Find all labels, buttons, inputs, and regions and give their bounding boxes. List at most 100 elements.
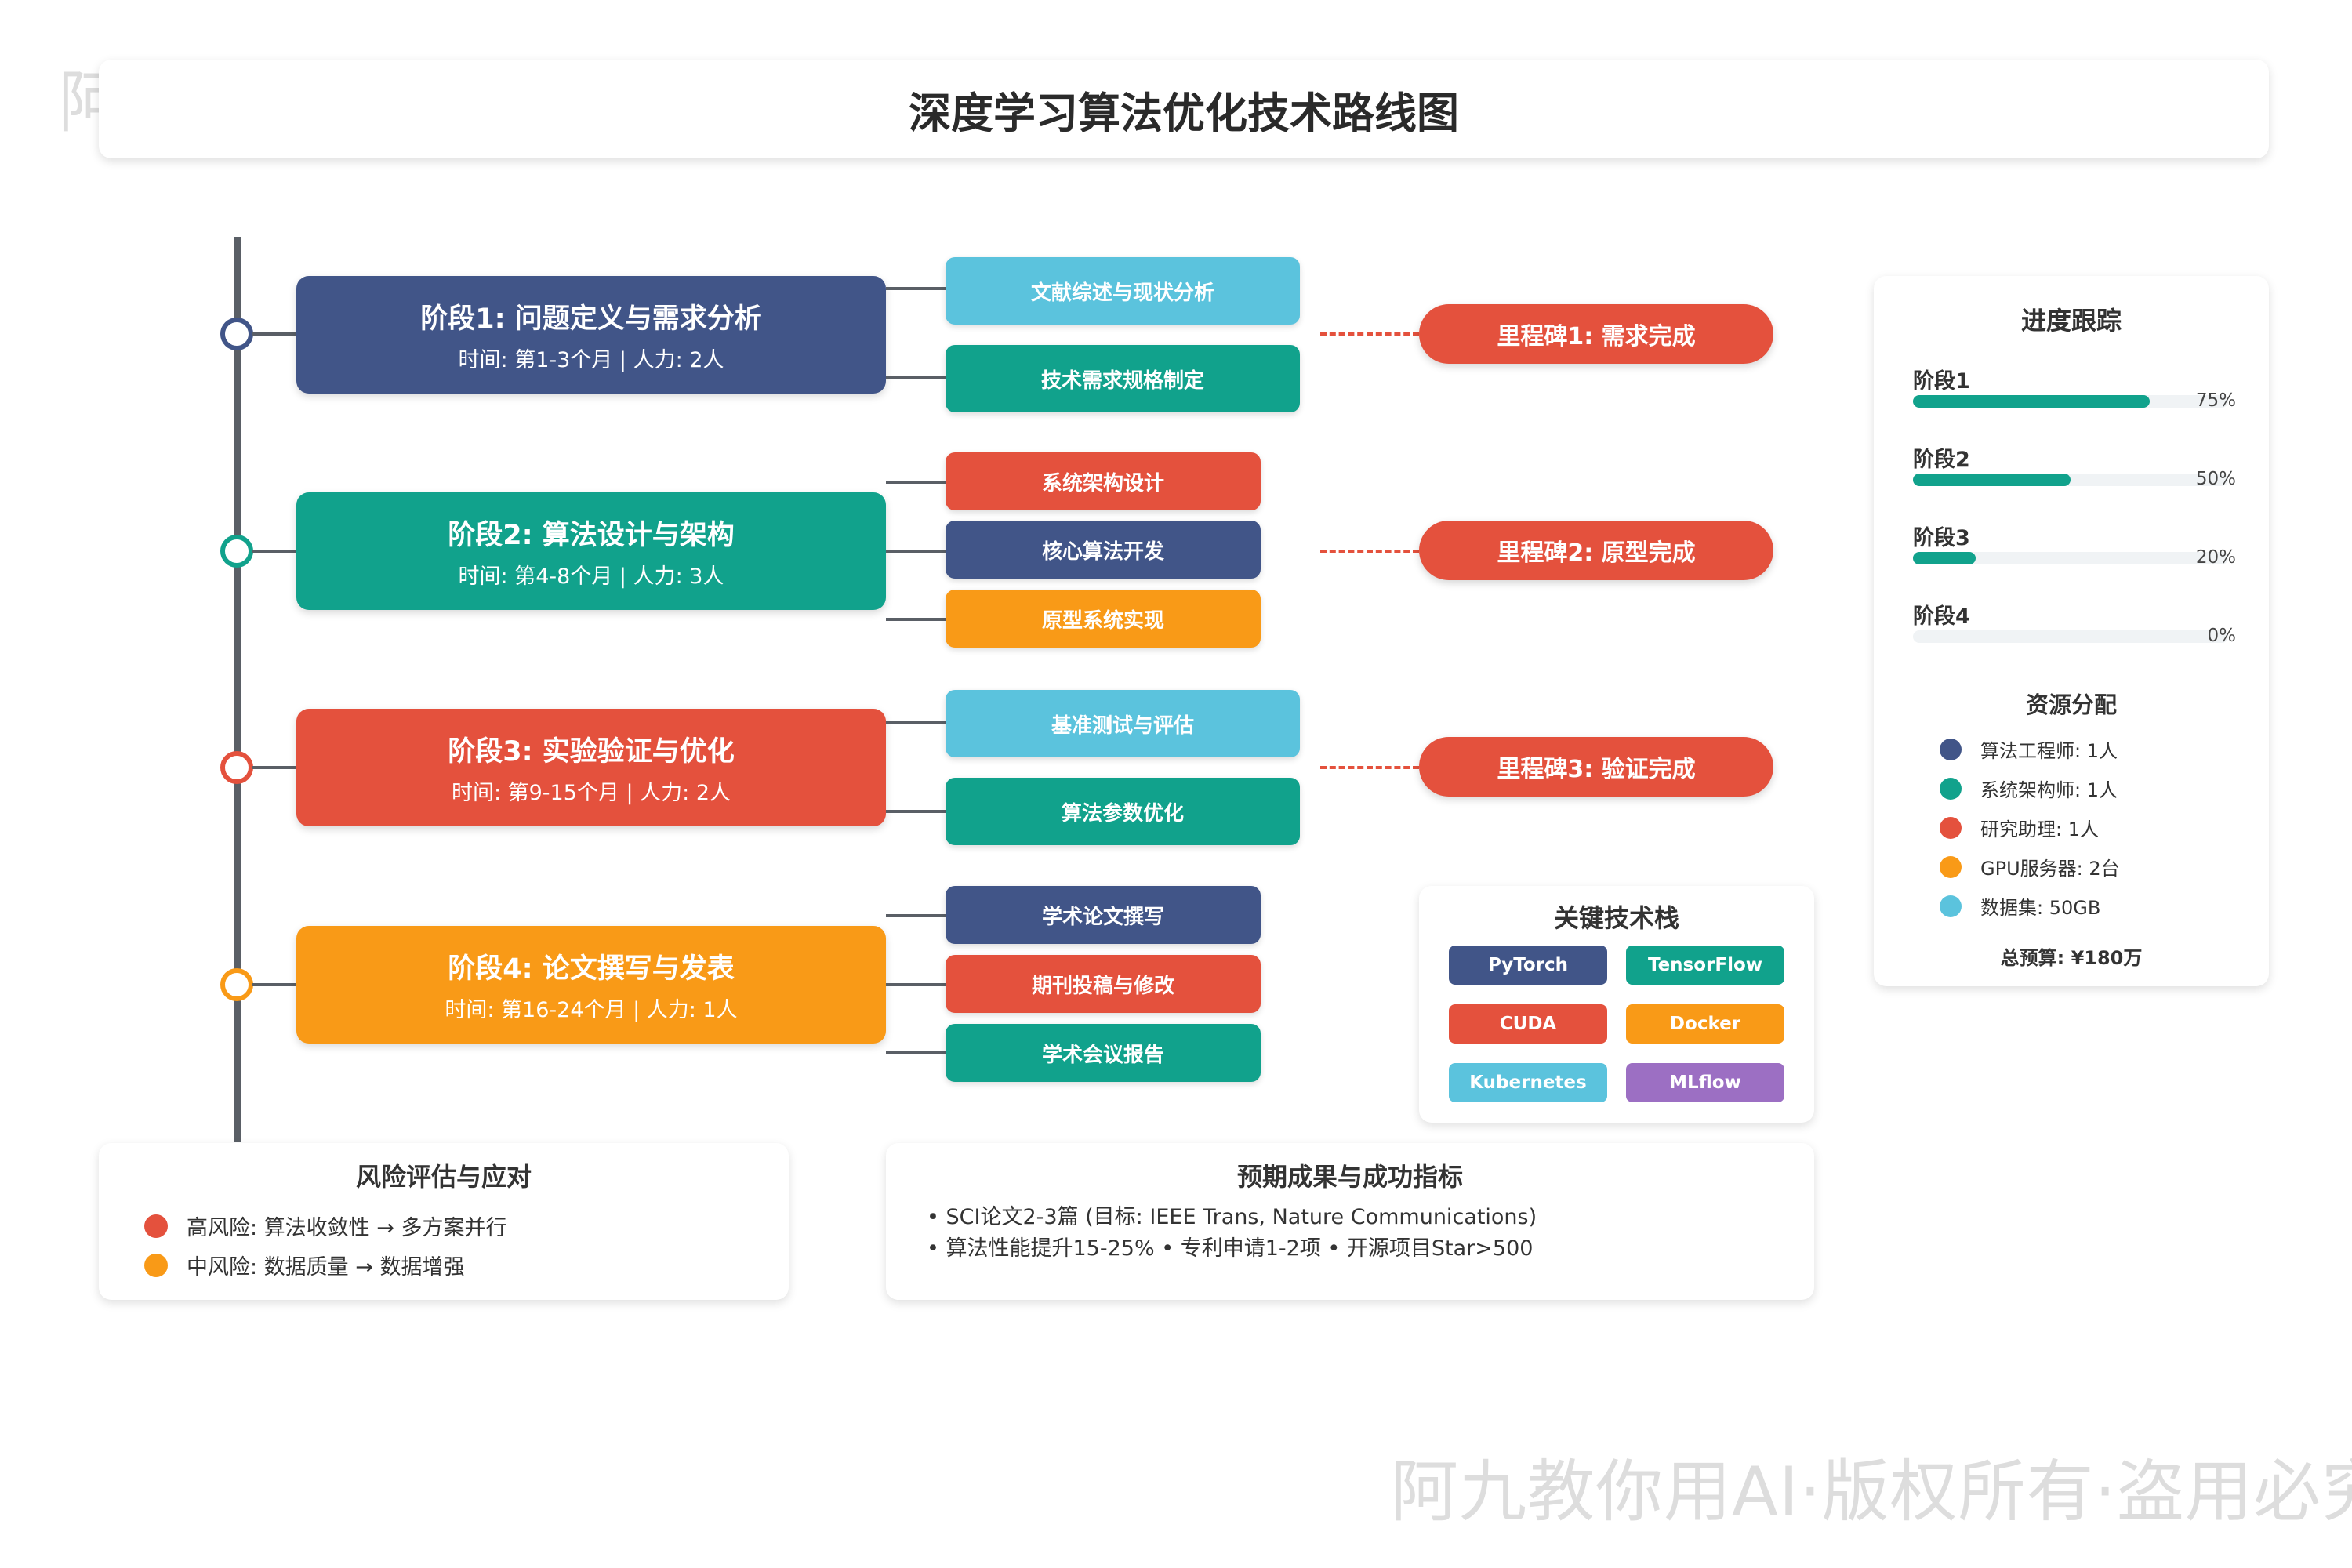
risk-dot xyxy=(144,1253,168,1277)
phase-2-title: 阶段2: 算法设计与架构 xyxy=(448,520,735,551)
task-item[interactable]: 文献综述与现状分析 xyxy=(946,257,1300,325)
task-connector xyxy=(886,1051,946,1054)
phase-3-subtitle: 时间: 第9-15个月 | 人力: 2人 xyxy=(451,781,731,805)
phase-2-card[interactable]: 阶段2: 算法设计与架构 时间: 第4-8个月 | 人力: 3人 xyxy=(296,492,886,610)
milestone-connector xyxy=(1320,332,1419,336)
progress-track xyxy=(1913,474,2228,486)
phase-1-title: 阶段1: 问题定义与需求分析 xyxy=(420,303,762,335)
task-connector xyxy=(886,721,946,724)
risk-row: 中风险: 数据质量 → 数据增强 xyxy=(144,1250,464,1280)
budget-total: 总预算: ¥180万 xyxy=(2000,947,2143,969)
node-connector xyxy=(252,983,298,986)
legend-dot xyxy=(1940,855,1962,878)
phase-1-subtitle: 时间: 第1-3个月 | 人力: 2人 xyxy=(458,348,724,372)
task-connector xyxy=(886,550,946,553)
tech-stack-card: 关键技术栈 PyTorch TensorFlow CUDA Docker Kub… xyxy=(1419,886,1814,1123)
timeline-node-phase3 xyxy=(220,751,253,784)
legend-dot xyxy=(1940,738,1962,760)
tech-badge[interactable]: Docker xyxy=(1626,1004,1784,1044)
risk-dot xyxy=(144,1214,168,1238)
timeline-node-phase2 xyxy=(220,535,253,568)
task-item[interactable]: 算法参数优化 xyxy=(946,778,1300,845)
progress-label: 阶段3 xyxy=(1913,526,1970,550)
risk-row: 高风险: 算法收敛性 → 多方案并行 xyxy=(144,1210,506,1241)
milestone-1[interactable]: 里程碑1: 需求完成 xyxy=(1419,304,1773,364)
resource-row: 研究助理: 1人 xyxy=(1940,814,2099,841)
tech-badge[interactable]: CUDA xyxy=(1449,1004,1607,1044)
task-item[interactable]: 原型系统实现 xyxy=(946,590,1261,648)
resource-row: 算法工程师: 1人 xyxy=(1940,735,2118,763)
resource-label: 系统架构师: 1人 xyxy=(1980,779,2118,801)
node-connector xyxy=(252,550,298,553)
progress-pct: 20% xyxy=(2195,547,2236,568)
progress-label: 阶段2 xyxy=(1913,448,1970,472)
watermark-bottom: 阿九教你用AI·版权所有·盗用必究 xyxy=(1391,1453,2352,1531)
task-item[interactable]: 期刊投稿与修改 xyxy=(946,955,1261,1013)
phase-2-subtitle: 时间: 第4-8个月 | 人力: 3人 xyxy=(458,564,724,589)
task-connector xyxy=(886,983,946,986)
task-connector xyxy=(886,914,946,917)
phase-1-card[interactable]: 阶段1: 问题定义与需求分析 时间: 第1-3个月 | 人力: 2人 xyxy=(296,276,886,394)
task-item[interactable]: 学术论文撰写 xyxy=(946,886,1261,944)
tech-badge[interactable]: PyTorch xyxy=(1449,946,1607,985)
title-bar: 深度学习算法优化技术路线图 xyxy=(99,60,2269,158)
progress-panel: 进度跟踪 阶段1 75% 阶段2 50% 阶段3 20% 阶段4 0% 资源分配… xyxy=(1874,276,2269,986)
resource-row: GPU服务器: 2台 xyxy=(1940,853,2120,880)
progress-pct: 50% xyxy=(2195,469,2236,489)
resources-title: 资源分配 xyxy=(2025,691,2117,718)
progress-fill xyxy=(1913,552,1976,564)
risk-title: 风险评估与应对 xyxy=(355,1162,532,1192)
outcomes-title: 预期成果与成功指标 xyxy=(1236,1162,1463,1192)
timeline-node-phase1 xyxy=(220,318,253,350)
milestone-connector xyxy=(1320,766,1419,769)
progress-title: 进度跟踪 xyxy=(2020,306,2122,336)
progress-track xyxy=(1913,630,2228,643)
task-item[interactable]: 系统架构设计 xyxy=(946,452,1261,510)
tech-badge[interactable]: Kubernetes xyxy=(1449,1063,1607,1102)
milestone-3[interactable]: 里程碑3: 验证完成 xyxy=(1419,737,1773,797)
progress-fill xyxy=(1913,474,2071,486)
legend-dot xyxy=(1940,895,1962,917)
task-connector xyxy=(886,810,946,813)
phase-4-card[interactable]: 阶段4: 论文撰写与发表 时间: 第16-24个月 | 人力: 1人 xyxy=(296,926,886,1044)
progress-pct: 75% xyxy=(2195,390,2236,411)
task-connector xyxy=(886,287,946,290)
node-connector xyxy=(252,332,298,336)
milestone-connector xyxy=(1320,550,1419,553)
legend-dot xyxy=(1940,777,1962,800)
risk-label: 高风险: 算法收敛性 → 多方案并行 xyxy=(187,1216,507,1240)
task-item[interactable]: 基准测试与评估 xyxy=(946,690,1300,757)
phase-4-subtitle: 时间: 第16-24个月 | 人力: 1人 xyxy=(445,998,738,1022)
progress-label: 阶段1 xyxy=(1913,369,1970,394)
milestone-2[interactable]: 里程碑2: 原型完成 xyxy=(1419,521,1773,580)
tech-stack-title: 关键技术栈 xyxy=(1553,903,1679,933)
task-item[interactable]: 学术会议报告 xyxy=(946,1024,1261,1082)
risk-label: 中风险: 数据质量 → 数据增强 xyxy=(187,1255,465,1279)
progress-pct: 0% xyxy=(2207,626,2237,646)
task-connector xyxy=(886,481,946,484)
tech-badge[interactable]: TensorFlow xyxy=(1626,946,1784,985)
phase-3-card[interactable]: 阶段3: 实验验证与优化 时间: 第9-15个月 | 人力: 2人 xyxy=(296,709,886,826)
resource-row: 数据集: 50GB xyxy=(1940,892,2100,920)
resource-row: 系统架构师: 1人 xyxy=(1940,775,2118,802)
outcome-line: • 算法性能提升15-25% • 专利申请1-2项 • 开源项目Star>500 xyxy=(927,1236,1534,1261)
resource-label: GPU服务器: 2台 xyxy=(1980,858,2120,880)
tech-badge[interactable]: MLflow xyxy=(1626,1063,1784,1102)
outcomes-card: 预期成果与成功指标 • SCI论文2-3篇 (目标: IEEE Trans, N… xyxy=(886,1143,1814,1300)
page-title: 深度学习算法优化技术路线图 xyxy=(909,88,1459,138)
task-connector xyxy=(886,376,946,379)
progress-track xyxy=(1913,395,2228,408)
node-connector xyxy=(252,766,298,769)
phase-4-title: 阶段4: 论文撰写与发表 xyxy=(448,953,735,985)
progress-fill xyxy=(1913,395,2150,408)
risk-card: 风险评估与应对 高风险: 算法收敛性 → 多方案并行 中风险: 数据质量 → 数… xyxy=(99,1143,789,1300)
task-connector xyxy=(886,618,946,621)
task-item[interactable]: 核心算法开发 xyxy=(946,521,1261,579)
resource-label: 算法工程师: 1人 xyxy=(1980,740,2118,762)
legend-dot xyxy=(1940,816,1962,839)
resource-label: 数据集: 50GB xyxy=(1980,897,2101,919)
phase-3-title: 阶段3: 实验验证与优化 xyxy=(448,736,735,768)
timeline-axis xyxy=(234,237,241,1142)
task-item[interactable]: 技术需求规格制定 xyxy=(946,345,1300,412)
progress-track xyxy=(1913,552,2228,564)
